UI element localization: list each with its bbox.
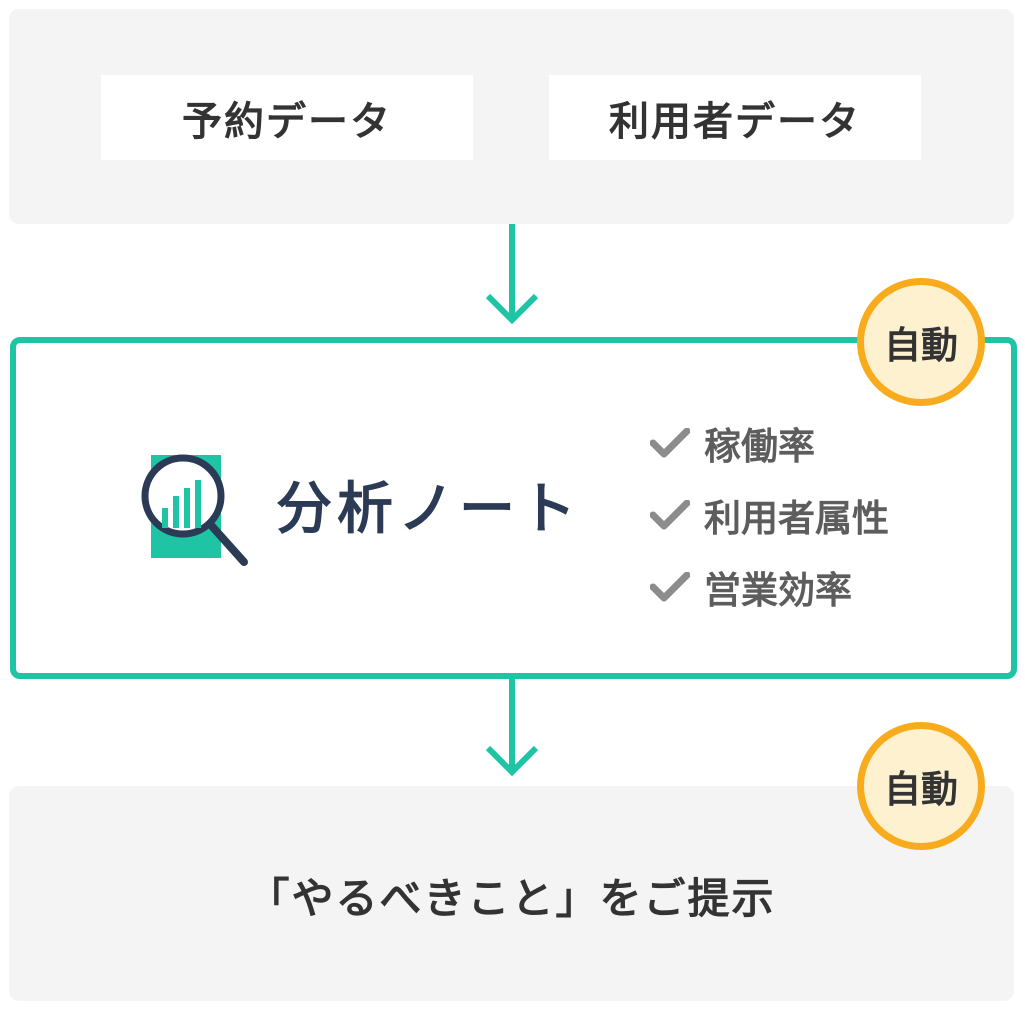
check-icon [650,572,690,602]
auto-badge: 自動 [857,278,985,406]
user-data-label: 利用者データ [609,98,861,145]
user-data-box: 利用者データ [549,75,921,160]
output-label: 「やるべきこと」をご提示 [247,873,776,923]
auto-badge-label: 自動 [884,324,958,367]
check-item-sales-efficiency: 営業効率 [650,551,889,623]
reservation-data-label: 予約データ [182,98,392,145]
arrow-down-icon [485,676,539,776]
check-item-user-attributes: 利用者属性 [650,479,889,551]
auto-badge: 自動 [857,722,985,850]
arrow-down-icon [485,224,539,324]
check-label: 利用者属性 [704,497,889,540]
analysis-note-title: 分析ノート [276,477,581,542]
output-panel [9,786,1014,1001]
magnifier-chart-icon [141,454,248,566]
check-icon [650,500,690,530]
check-label: 営業効率 [704,569,852,612]
check-label: 稼働率 [704,425,815,468]
check-item-occupancy: 稼働率 [650,407,889,479]
analysis-check-list: 稼働率 利用者属性 営業効率 [650,407,889,623]
reservation-data-box: 予約データ [101,75,473,160]
auto-badge-label: 自動 [884,768,958,811]
check-icon [650,428,690,458]
